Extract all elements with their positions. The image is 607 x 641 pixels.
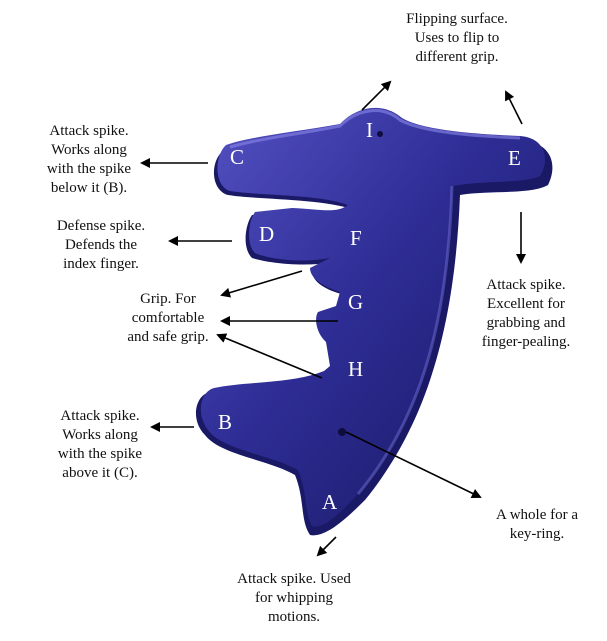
label-d: D <box>259 222 275 246</box>
label-b: B <box>218 410 233 434</box>
label-h: H <box>348 357 364 381</box>
arrow-a <box>316 536 337 557</box>
note-attack-spike-b: Attack spike. Works along with the spike… <box>57 408 143 481</box>
note-attack-spike-e: Attack spike. Excellent for grabbing and… <box>481 277 571 350</box>
label-e: E <box>508 146 521 170</box>
arrow-grip-top <box>220 270 303 298</box>
tool-body-face <box>200 107 546 527</box>
arrow-e-up <box>505 90 523 125</box>
label-c: C <box>230 145 245 169</box>
label-i: I <box>366 118 373 142</box>
note-keyring-hole: A whole for a key-ring. <box>495 507 579 542</box>
arrow-hole <box>345 431 482 499</box>
note-defense-spike: Defense spike. Defends the index finger. <box>56 218 146 272</box>
tool-inner-edge <box>356 185 454 495</box>
tool-top-edge <box>229 109 521 149</box>
top-dimple <box>377 131 383 137</box>
arrows <box>140 80 526 557</box>
arrow-flip <box>361 80 392 111</box>
note-attack-spike-c: Attack spike. Works along with the spike… <box>46 123 132 196</box>
keyring-hole <box>338 428 346 436</box>
note-grip: Grip. For comfortable and safe grip. <box>127 291 209 345</box>
note-flipping-surface: Flipping surface. Uses to flip to differ… <box>406 11 508 65</box>
label-g: G <box>348 290 364 314</box>
arrow-grip-bottom <box>216 333 323 379</box>
label-a: A <box>322 490 338 514</box>
label-f: F <box>350 226 362 250</box>
note-attack-spike-a: Attack spike. Used for whipping motions. <box>237 571 351 625</box>
